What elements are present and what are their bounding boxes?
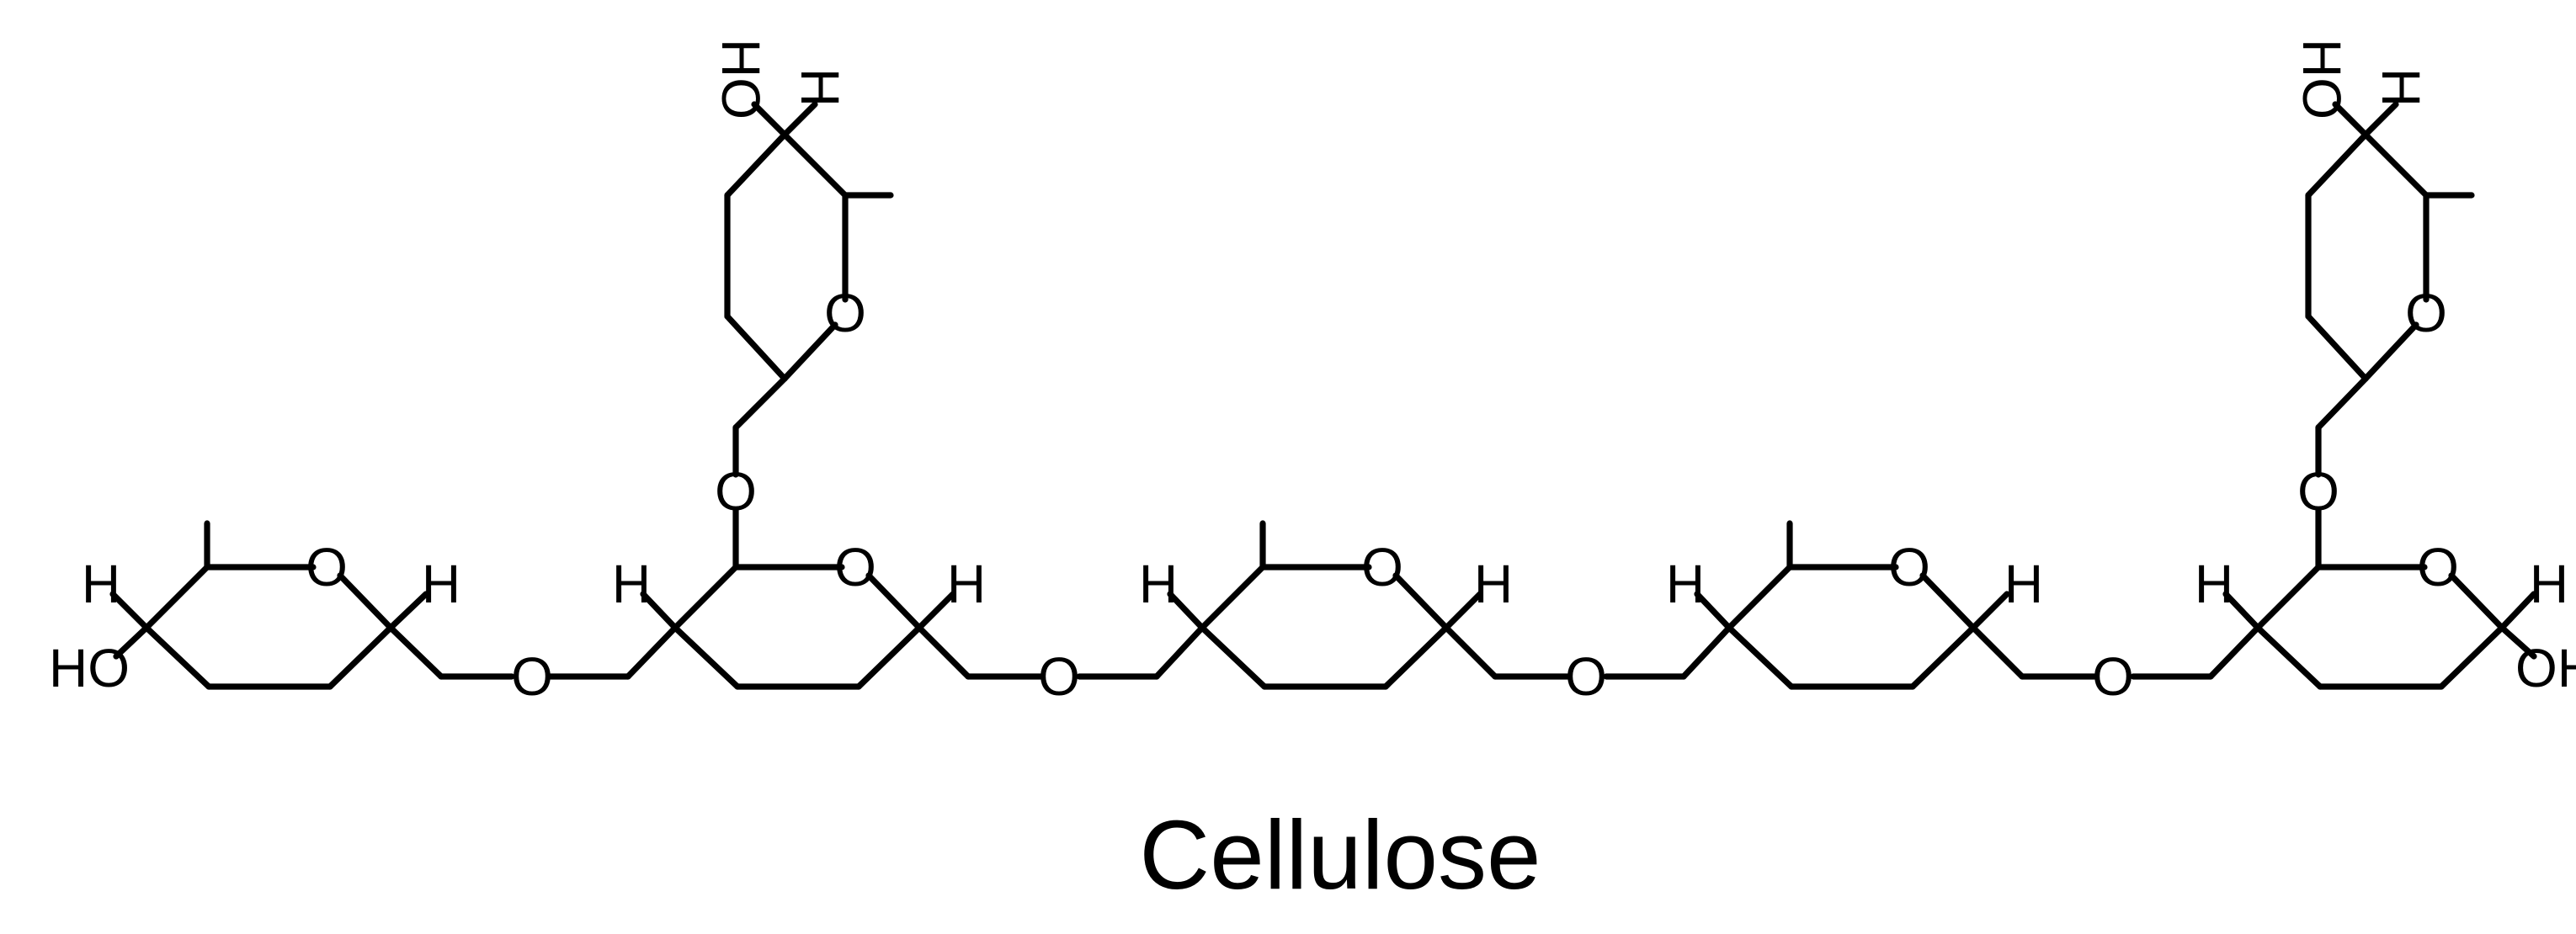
bond: [855, 624, 923, 690]
bond: [2499, 591, 2537, 631]
bond: [1167, 591, 1206, 631]
bond: [625, 624, 679, 680]
atom-labels: O H HO H O H O H O O O HO H H O H O H O …: [49, 39, 2576, 707]
hydrogen-label: H: [2371, 68, 2431, 107]
branch-oxygen-label: O: [715, 461, 757, 522]
bridge-oxygen-label: O: [1565, 646, 1607, 707]
bond: [143, 564, 210, 631]
bond: [1726, 624, 1795, 690]
ring-oxygen-label: O: [824, 283, 866, 343]
bridge-oxygen-label: O: [1038, 646, 1080, 707]
bond: [2305, 131, 2369, 199]
bond: [113, 624, 150, 660]
hydrogen-label: H: [1139, 554, 1178, 614]
bond: [724, 131, 788, 199]
ring-oxygen-label: O: [834, 537, 876, 597]
bond: [1970, 624, 2025, 680]
bond: [387, 624, 444, 680]
bond: [1919, 572, 1977, 631]
diagram-caption: Cellulose: [1139, 800, 1541, 910]
bond: [916, 624, 971, 680]
bond: [865, 572, 923, 631]
ring-oxygen-label: O: [1888, 537, 1930, 597]
bond: [1909, 624, 1977, 690]
hydrogen-label: H: [612, 554, 651, 614]
bond: [2362, 131, 2430, 199]
bond: [327, 624, 394, 690]
bond: [640, 591, 679, 631]
hydrogen-label: H: [790, 68, 850, 107]
bridge-oxygen-label: O: [2092, 646, 2134, 707]
bond: [1970, 591, 2010, 631]
bond: [1443, 624, 1498, 680]
bond: [387, 591, 429, 631]
bond: [337, 572, 394, 631]
bond: [2362, 321, 2419, 382]
hydrogen-label: H: [2004, 554, 2043, 614]
bond: [2254, 564, 2322, 631]
bond: [781, 131, 849, 199]
bond: [1443, 591, 1483, 631]
ring-oxygen-label: O: [2405, 283, 2447, 343]
bond: [143, 624, 212, 690]
bond: [2499, 624, 2537, 660]
hydrogen-label: H: [947, 554, 986, 614]
bond: [751, 101, 788, 138]
bond: [1694, 591, 1732, 631]
bond: [1392, 572, 1450, 631]
bond: [2222, 591, 2261, 631]
bond: [672, 624, 741, 690]
bond: [724, 313, 788, 382]
bond: [2332, 101, 2369, 138]
bond: [1199, 624, 1268, 690]
bond: [2305, 313, 2369, 382]
bond: [2207, 624, 2261, 680]
hydroxyl-label: HO: [711, 39, 771, 119]
ring-oxygen-label: O: [1361, 537, 1403, 597]
hydrogen-label: H: [2195, 554, 2233, 614]
bond: [781, 101, 818, 138]
bond: [109, 591, 150, 631]
bond: [2315, 375, 2369, 431]
hydrogen-label: H: [82, 554, 120, 614]
bond: [2254, 624, 2323, 690]
hydroxyl-label: HO: [2291, 39, 2352, 119]
hydrogen-label: H: [1474, 554, 1513, 614]
bond: [732, 375, 788, 431]
bonds: [109, 101, 2537, 690]
hydroxyl-label: OH: [2515, 638, 2576, 698]
hydrogen-label: H: [422, 554, 460, 614]
bond: [1726, 564, 1793, 631]
bond: [2362, 101, 2399, 138]
hydroxyl-label: HO: [49, 638, 130, 698]
bridge-oxygen-label: O: [511, 646, 553, 707]
bond: [1153, 624, 1206, 680]
bond: [672, 564, 739, 631]
ring-oxygen-label: O: [306, 537, 348, 597]
bond: [1382, 624, 1450, 690]
bond: [2448, 572, 2505, 631]
bond: [2438, 624, 2505, 690]
ring-oxygen-label: O: [2417, 537, 2459, 597]
bond: [1680, 624, 1732, 680]
bond: [916, 591, 956, 631]
bond: [781, 321, 838, 382]
hydrogen-label: H: [1666, 554, 1705, 614]
branch-oxygen-label: O: [2297, 461, 2339, 522]
hydrogen-label: H: [2530, 554, 2568, 614]
bond: [1199, 564, 1266, 631]
